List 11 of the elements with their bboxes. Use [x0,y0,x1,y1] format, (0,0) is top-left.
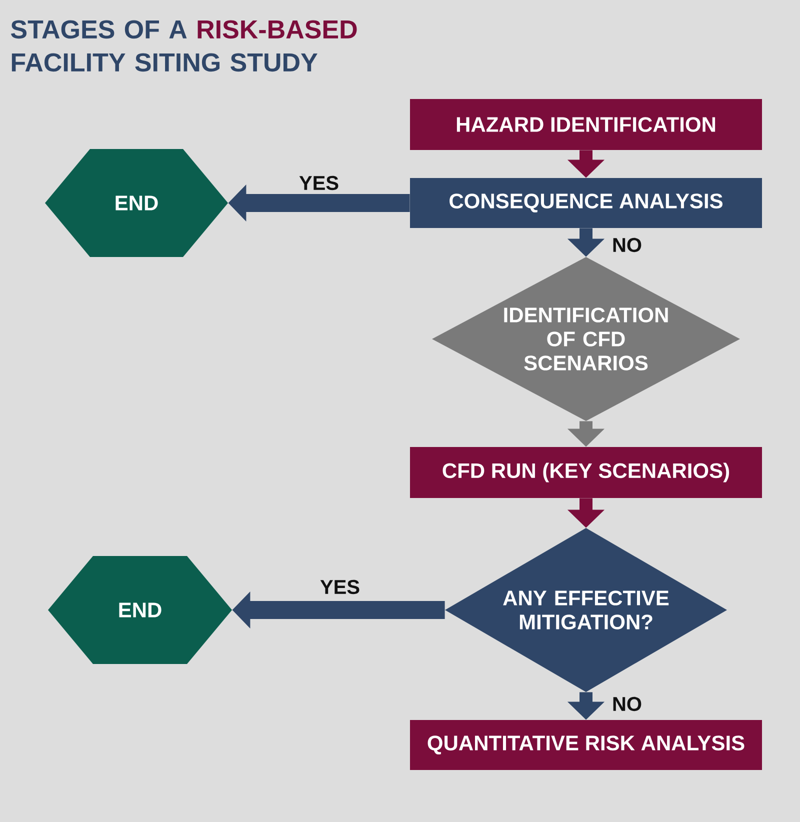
title: STAGES OF A RISK-BASED FACILITY SITING STUDY [10,20,357,72]
end-hexagon: END [45,149,228,257]
end-hexagon: END [48,556,232,664]
edge-label: NO [611,236,643,254]
edge-label: YES [298,174,340,192]
process-box: CONSEQUENCE ANALYSIS [410,178,762,228]
process-box: HAZARD IDENTIFICATION [410,99,762,150]
process-box: CFD RUN (KEY SCENARIOS) [410,447,762,498]
edge-label: NO [611,696,643,712]
process-box: QUANTITATIVE RISK ANALYSIS [410,720,762,770]
edge-label: YES [319,578,361,596]
